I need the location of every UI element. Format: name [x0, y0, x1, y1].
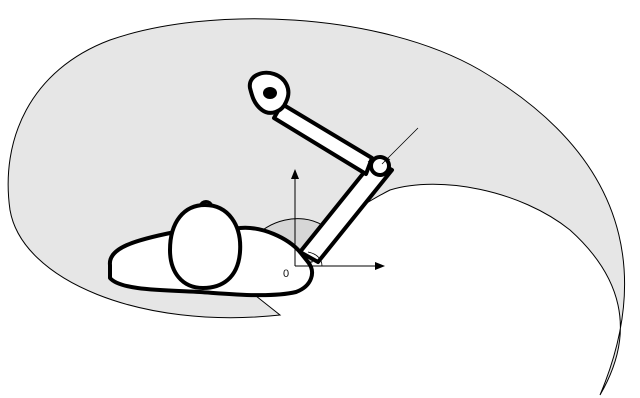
origin-label: 0 — [283, 268, 289, 280]
head — [170, 205, 240, 288]
workspace-envelope — [8, 19, 624, 395]
fist-dark — [263, 87, 277, 99]
